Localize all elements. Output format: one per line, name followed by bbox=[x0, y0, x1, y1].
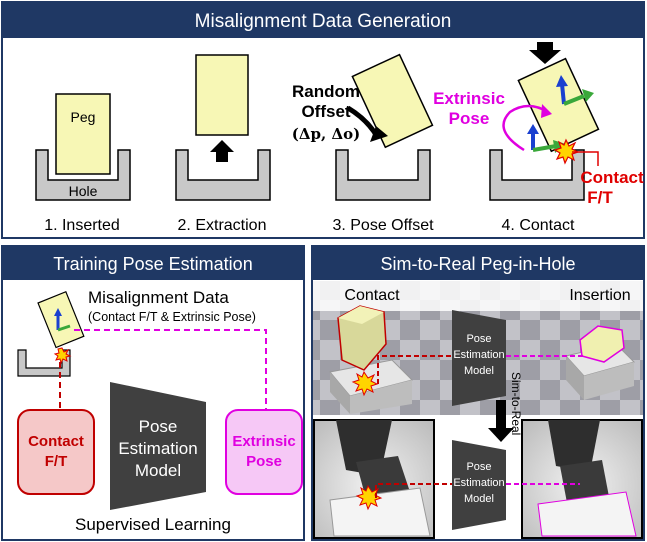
peg-axis-blue bbox=[560, 83, 566, 105]
axis-green bbox=[532, 144, 557, 152]
extrinsic-label-line2: Pose bbox=[449, 109, 490, 128]
extrinsic-arrow-head-icon bbox=[541, 104, 552, 118]
contact-burst-icon bbox=[553, 138, 580, 165]
peg-label: Peg bbox=[71, 109, 96, 125]
right-panel-header bbox=[312, 246, 644, 280]
up-arrow-icon bbox=[210, 140, 234, 162]
supervised-learning-label: Supervised Learning bbox=[75, 515, 231, 534]
peg-axis-blue-head-icon bbox=[556, 75, 568, 87]
sim-label-band bbox=[313, 281, 643, 311]
insertion-label: Insertion bbox=[569, 287, 630, 304]
small-axis-green bbox=[57, 324, 71, 332]
sim-hole-block-side bbox=[350, 380, 412, 414]
sim-model-line1: Pose bbox=[466, 333, 491, 345]
step-4-contact: Extrinsic Pose Contact F/T 4. Contact bbox=[433, 42, 644, 234]
left-panel: Training Pose Estimation Misalignment Da… bbox=[1, 245, 305, 541]
peg-axis-green bbox=[563, 94, 585, 106]
real-insert-block bbox=[537, 491, 637, 537]
down-arrow-icon bbox=[529, 42, 561, 64]
pose-estimation-model-shape bbox=[110, 382, 206, 510]
right-panel: Sim-to-Real Peg-in-Hole Contact Insertio… bbox=[311, 245, 645, 541]
misalignment-subtitle: (Contact F/T & Extrinsic Pose) bbox=[88, 310, 256, 324]
model-line2: Estimation bbox=[118, 439, 197, 458]
sim-contact-burst-icon bbox=[351, 370, 379, 397]
real-hole-block bbox=[329, 487, 431, 537]
axis-blue-head-icon bbox=[527, 124, 539, 134]
sim-contact-dashed bbox=[377, 355, 452, 384]
contact-ft-line1: Contact bbox=[28, 433, 84, 450]
right-panel-title: Sim-to-Real Peg-in-Hole bbox=[380, 254, 575, 274]
extrinsic-pose-arrow bbox=[502, 104, 549, 152]
contact-leader-line bbox=[572, 151, 599, 166]
peg bbox=[517, 57, 600, 153]
peg bbox=[351, 53, 434, 149]
left-panel-header bbox=[2, 246, 304, 280]
step-2-extraction: 2. Extraction bbox=[175, 54, 271, 234]
misalignment-title: Misalignment Data bbox=[88, 288, 229, 307]
real-contact-dashed bbox=[375, 483, 452, 498]
sim-to-real-arrow-shaft bbox=[496, 400, 506, 430]
sim-to-real-label: Sim-to-Real bbox=[509, 372, 523, 435]
hole bbox=[35, 149, 131, 201]
step-3-pose-offset: Random Offset (Δp, Δo) 3. Pose Offset bbox=[292, 53, 434, 234]
contact-ft-box bbox=[17, 409, 95, 495]
real-model-line1: Pose bbox=[466, 461, 491, 473]
sim-insert-block-side bbox=[584, 362, 634, 400]
peg-axis-green-head-icon bbox=[582, 89, 594, 102]
contact-label-line1: Contact bbox=[580, 168, 644, 187]
contact-label-line2: F/T bbox=[587, 188, 613, 207]
small-contact-burst-icon bbox=[53, 347, 72, 365]
peg bbox=[195, 54, 249, 136]
step-label-1: 1. Inserted bbox=[44, 217, 120, 234]
extrinsic-dashed-line bbox=[74, 329, 267, 410]
random-offset-line1: Random bbox=[292, 82, 360, 101]
hole-label: Hole bbox=[69, 183, 98, 199]
top-panel-header bbox=[2, 2, 644, 38]
extrinsic-box-line2: Pose bbox=[246, 453, 282, 470]
real-model-line3: Model bbox=[464, 493, 494, 505]
top-panel: Misalignment Data Generation Peg Hole 1.… bbox=[1, 1, 645, 239]
extrinsic-box-line1: Extrinsic bbox=[232, 433, 295, 450]
random-offset-math: (Δp, Δo) bbox=[292, 125, 360, 143]
small-axis-blue-head-icon bbox=[54, 308, 62, 316]
random-offset-line2: Offset bbox=[301, 102, 350, 121]
real-gripper-right bbox=[548, 420, 600, 472]
step-label-4: 4. Contact bbox=[502, 217, 575, 234]
step-label-3: 3. Pose Offset bbox=[332, 217, 434, 234]
model-line1: Pose bbox=[139, 417, 178, 436]
step-1-inserted: Peg Hole 1. Inserted bbox=[35, 93, 131, 234]
top-panel-title: Misalignment Data Generation bbox=[195, 11, 452, 32]
contact-label: Contact bbox=[344, 287, 400, 304]
rotate-arrow-icon bbox=[370, 126, 388, 142]
sim-model-shape bbox=[452, 310, 506, 406]
real-model-line2: Estimation bbox=[453, 477, 504, 489]
left-panel-title: Training Pose Estimation bbox=[53, 254, 252, 274]
peg bbox=[55, 93, 111, 175]
sim-peg-top bbox=[338, 306, 384, 324]
extrinsic-pose-box bbox=[225, 409, 303, 495]
real-model-shape bbox=[452, 440, 506, 530]
hole bbox=[335, 149, 431, 201]
step-label-2: 2. Extraction bbox=[178, 217, 267, 234]
small-peg bbox=[37, 290, 85, 349]
sim-hole-block-left bbox=[330, 372, 350, 414]
sim-insert-block-left bbox=[566, 356, 584, 400]
hole bbox=[175, 149, 271, 201]
model-line3: Model bbox=[135, 461, 181, 480]
sim-model-line3: Model bbox=[464, 365, 494, 377]
sim-to-real-arrow-icon bbox=[488, 428, 514, 442]
contact-ft-line2: F/T bbox=[45, 453, 68, 470]
extrinsic-label-line1: Extrinsic bbox=[433, 89, 505, 108]
sim-model-line2: Estimation bbox=[453, 349, 504, 361]
